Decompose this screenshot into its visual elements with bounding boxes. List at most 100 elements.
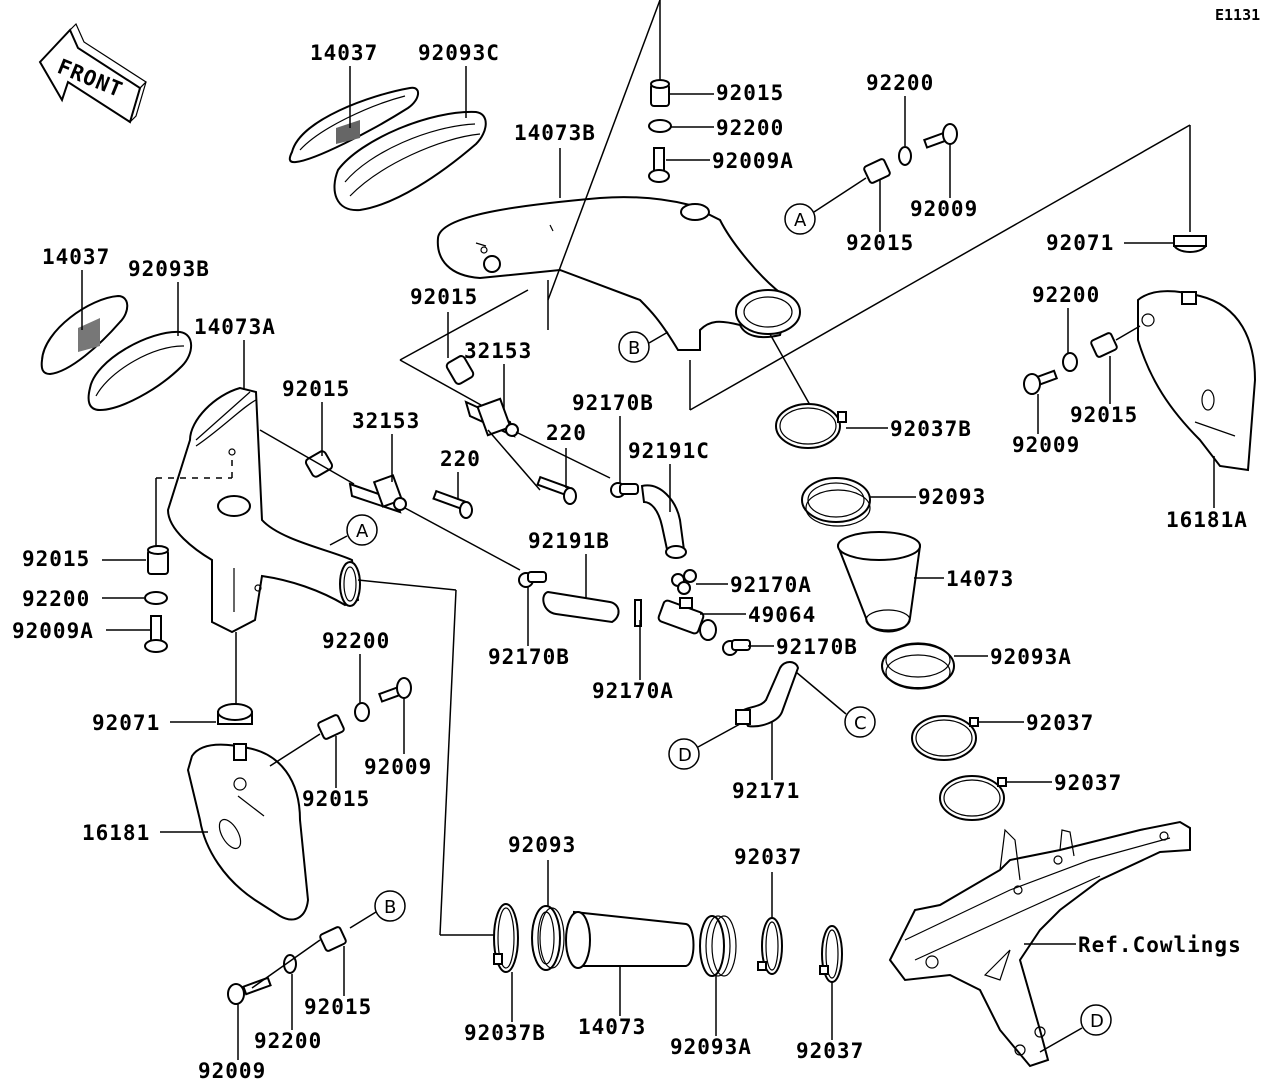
clamp-92037-bottom-2 <box>819 925 843 983</box>
label-16181A: 16181A <box>1166 508 1248 532</box>
label-92009-tr: 92009 <box>910 197 978 221</box>
svg-text:A: A <box>356 521 369 542</box>
label-92037B-bottom: 92037B <box>464 1021 546 1045</box>
label-92071-right: 92071 <box>1046 231 1114 255</box>
washer-92200-right <box>1062 352 1078 372</box>
svg-text:B: B <box>628 338 640 359</box>
label-92037-right-1: 92037 <box>1026 711 1094 735</box>
bolt-92009-mid <box>378 677 412 703</box>
grommet-92015-left <box>147 545 169 575</box>
label-14037-left: 14037 <box>42 245 110 269</box>
washer-92200-tr <box>898 146 912 166</box>
label-92191C: 92191C <box>628 439 710 463</box>
label-92170B-upper: 92170B <box>572 391 654 415</box>
marker-c: C <box>844 706 876 738</box>
label-92015-center2: 92015 <box>282 377 350 401</box>
label-92170B-right: 92170B <box>776 635 858 659</box>
label-92200-mid: 92200 <box>322 629 390 653</box>
label-92093-right: 92093 <box>918 485 986 509</box>
clamp-92037B-right <box>775 403 847 449</box>
bolt-92009A-top <box>648 147 670 183</box>
label-92200-right: 92200 <box>1032 283 1100 307</box>
svg-text:C: C <box>854 713 867 734</box>
label-92170B-lower: 92170B <box>488 645 570 669</box>
washer-92200-mid <box>354 702 370 722</box>
label-92009A-left: 92009A <box>12 619 94 643</box>
clip-92170B-right <box>722 639 751 656</box>
bolt-220-left <box>432 489 473 519</box>
filter-element-14037-left <box>40 294 129 376</box>
svg-text:A: A <box>794 210 807 231</box>
front-arrow-icon: FRONT <box>38 22 147 124</box>
bolt-92009-bottom <box>227 976 272 1005</box>
filter-element-14037-top <box>288 86 419 164</box>
air-box-cover-16181 <box>186 743 310 921</box>
label-14073B: 14073B <box>514 121 596 145</box>
marker-d-low: D <box>1080 1004 1112 1036</box>
label-92093A-right: 92093A <box>990 645 1072 669</box>
marker-b-low: B <box>374 890 406 922</box>
label-49064: 49064 <box>748 603 816 627</box>
clip-92170B-lower <box>518 571 547 588</box>
air-duct-14073A <box>166 386 361 634</box>
grommet-92015-bottom <box>319 926 347 952</box>
clamp-92037-right-2 <box>939 775 1007 821</box>
clamp-92037-right-1 <box>911 715 979 761</box>
label-220-left: 220 <box>440 447 481 471</box>
pipe-14073-bottom <box>565 910 695 969</box>
label-92170A-upper: 92170A <box>730 573 812 597</box>
marker-a-left: A <box>346 514 378 546</box>
hose-92191C <box>640 484 687 559</box>
label-14073-right: 14073 <box>946 567 1014 591</box>
grommet-92015-center <box>445 355 475 385</box>
grommet-92015-mid <box>317 714 345 740</box>
label-92015-top: 92015 <box>716 81 784 105</box>
label-92171: 92171 <box>732 779 800 803</box>
label-92015-bottom: 92015 <box>304 995 372 1019</box>
label-92015-left: 92015 <box>22 547 90 571</box>
label-92009-mid: 92009 <box>364 755 432 779</box>
label-92009-bottom: 92009 <box>198 1059 266 1083</box>
clamp-92037-bottom-1 <box>757 917 783 975</box>
label-92015-center: 92015 <box>410 285 478 309</box>
label-14073-bottom: 14073 <box>578 1015 646 1039</box>
label-32153-lower: 32153 <box>352 409 420 433</box>
label-92037B-right: 92037B <box>890 417 972 441</box>
label-92200-tr: 92200 <box>866 71 934 95</box>
label-32153-upper: 32153 <box>464 339 532 363</box>
grommet-92015-tr <box>863 158 891 184</box>
label-92009A-top: 92009A <box>712 149 794 173</box>
label-92037-bottom-1: 92037 <box>734 845 802 869</box>
fitting-32153-lower <box>348 474 407 514</box>
label-92170A-lower: 92170A <box>592 679 674 703</box>
svg-text:D: D <box>1090 1011 1104 1032</box>
label-92037-bottom-2: 92037 <box>796 1039 864 1063</box>
grommet-92015-right <box>1090 332 1118 358</box>
seal-92093A-right <box>881 642 955 690</box>
label-92093B: 92093B <box>128 257 210 281</box>
clamp-92037B-bottom <box>493 903 519 973</box>
label-92037-right-2: 92037 <box>1054 771 1122 795</box>
diagram-code: E1131 <box>1215 6 1260 24</box>
funnel-14073-right <box>836 531 922 633</box>
bracket-92171 <box>735 661 800 728</box>
label-92015-tr: 92015 <box>846 231 914 255</box>
label-92009-right: 92009 <box>1012 433 1080 457</box>
label-14073A: 14073A <box>194 315 276 339</box>
marker-b-mid: B <box>618 331 650 363</box>
svg-text:D: D <box>678 745 692 766</box>
grommet-92071-left <box>217 703 253 725</box>
label-92015-right: 92015 <box>1070 403 1138 427</box>
fitting-32153-upper <box>464 397 519 438</box>
bolt-92009-right <box>1023 369 1059 395</box>
clip-92170A-lower <box>634 599 642 627</box>
label-92093A-bottom: 92093A <box>670 1035 752 1059</box>
svg-text:B: B <box>384 897 396 918</box>
bolt-92009-tr <box>923 123 958 149</box>
label-92071-left: 92071 <box>92 711 160 735</box>
filter-element-92093C <box>333 110 487 212</box>
label-16181: 16181 <box>82 821 150 845</box>
label-14037-top: 14037 <box>310 41 378 65</box>
label-ref-cowlings: Ref.Cowlings <box>1078 933 1242 957</box>
